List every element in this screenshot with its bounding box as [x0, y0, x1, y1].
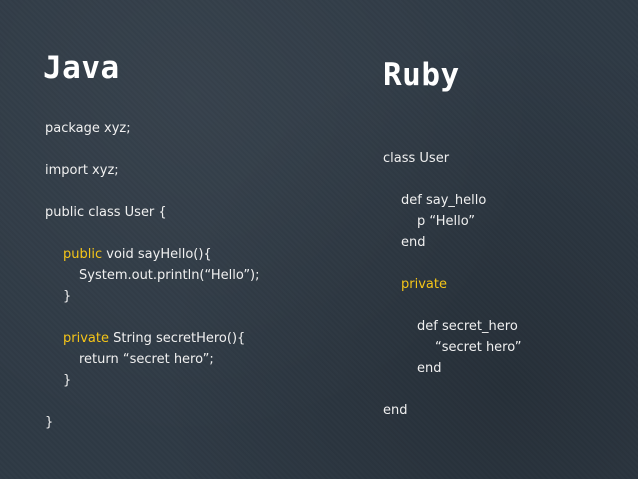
java-keyword-public: public [63, 247, 103, 262]
ruby-title: Ruby [383, 57, 460, 93]
java-line-say-hello: public void sayHello(){ [45, 244, 260, 265]
ruby-line-end-2: end [417, 361, 442, 376]
java-line-println: System.out.println(“Hello”); [79, 268, 260, 283]
java-line-close-method-2: } [63, 373, 72, 388]
java-line-close-class: } [45, 415, 54, 430]
ruby-line-end-class: end [383, 403, 408, 418]
java-code-block: package xyz; import xyz; public class Us… [45, 118, 260, 433]
ruby-line-def-say-hello: def say_hello [401, 193, 487, 208]
java-line-close-method-1: } [63, 289, 72, 304]
java-say-hello-signature: void sayHello(){ [102, 247, 212, 262]
ruby-line-def-secret-hero: def secret_hero [417, 319, 518, 334]
java-title: Java [43, 50, 120, 86]
java-line-package: package xyz; [45, 121, 131, 136]
ruby-code-block: class User def say_hello p “Hello” end p… [383, 148, 521, 421]
ruby-line-class-decl: class User [383, 151, 450, 166]
java-line-return: return “secret hero”; [79, 352, 214, 367]
ruby-line-secret-hero-string: “secret hero” [435, 340, 522, 355]
java-secret-hero-signature: String secretHero(){ [108, 331, 246, 346]
java-line-class-decl: public class User { [45, 205, 167, 220]
java-keyword-private: private [63, 331, 109, 346]
ruby-line-end-1: end [401, 235, 426, 250]
java-line-import: import xyz; [45, 163, 119, 178]
ruby-keyword-private: private [401, 277, 447, 292]
ruby-line-p-hello: p “Hello” [417, 214, 475, 229]
java-line-secret-hero: private String secretHero(){ [45, 328, 260, 349]
